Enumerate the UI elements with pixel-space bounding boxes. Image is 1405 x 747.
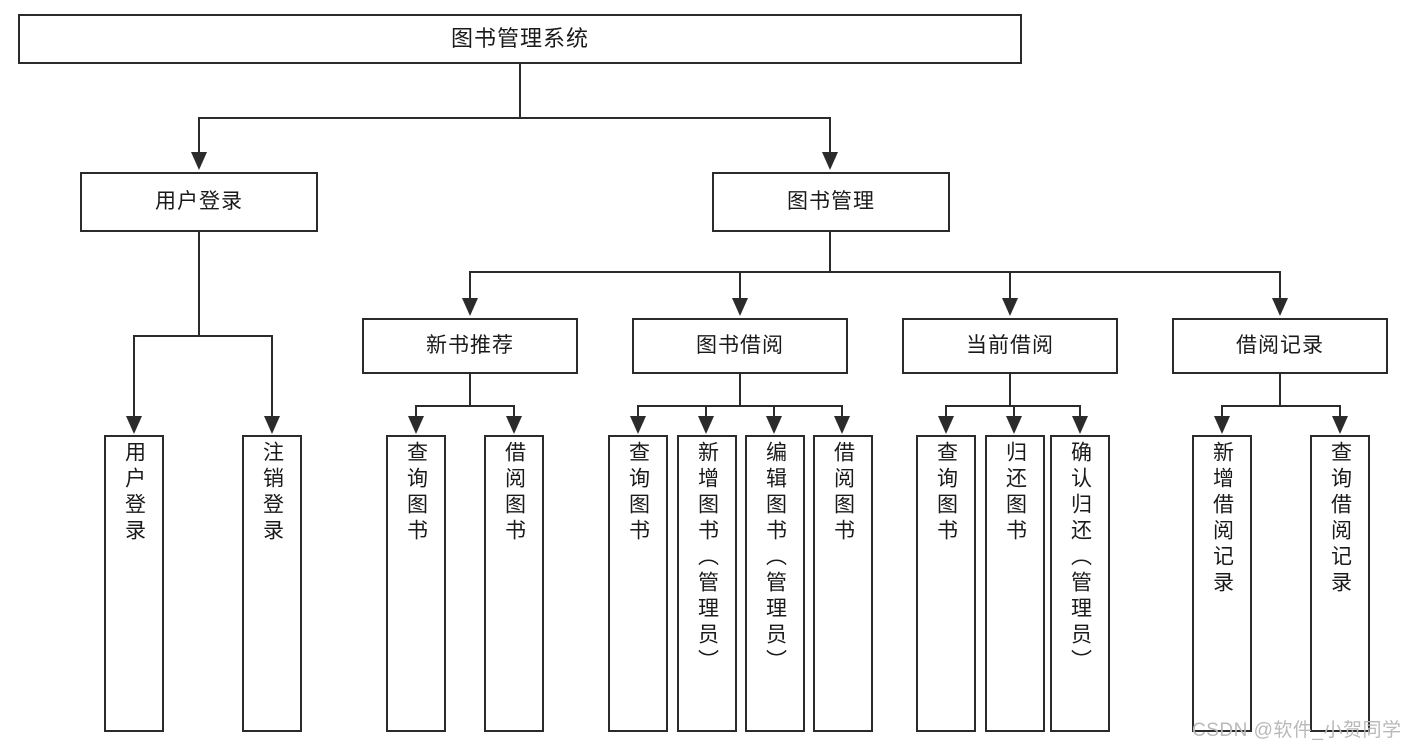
arrow-login-to-leaf1 — [126, 416, 142, 434]
node-book-borrow[interactable]: 图书借阅 — [632, 318, 848, 374]
leaf-user-login[interactable]: 用户登录 — [104, 435, 164, 732]
arrow-recommend-to-leaf2 — [506, 416, 522, 434]
edge-record-bus — [1221, 405, 1340, 407]
arrow-borrow-to-leaf4 — [834, 416, 850, 434]
node-label: 新书推荐 — [426, 334, 514, 358]
node-label: 当前借阅 — [966, 334, 1054, 358]
node-book-management[interactable]: 图书管理 — [712, 172, 950, 232]
arrow-record-to-leaf1 — [1214, 416, 1230, 434]
csdn-watermark: CSDN @软件_小贺同学 — [1192, 715, 1401, 742]
node-label: 用户登录 — [122, 441, 146, 545]
edge-bookmgmt-to-l2-4 — [1279, 271, 1281, 299]
edge-borrow-stem — [739, 374, 741, 406]
node-label: 注销登录 — [260, 441, 284, 545]
arrow-bookmgmt-to-l2-2 — [732, 298, 748, 316]
edge-current-bus — [945, 405, 1080, 407]
arrow-bookmgmt-to-l2-1 — [462, 298, 478, 316]
edge-current-to-leaf2 — [1013, 405, 1015, 417]
edge-bookmgmt-stem — [829, 232, 831, 272]
edge-bookmgmt-to-l2-1 — [469, 271, 471, 299]
leaf-user-logout[interactable]: 注销登录 — [242, 435, 302, 732]
arrow-record-to-leaf2 — [1332, 416, 1348, 434]
node-label: 查询图书 — [626, 441, 650, 545]
arrow-borrow-to-leaf3 — [766, 416, 782, 434]
leaf-add-borrow-record[interactable]: 新增借阅记录 — [1192, 435, 1252, 732]
node-label: 查询借阅记录 — [1328, 441, 1352, 597]
arrow-borrow-to-leaf1 — [630, 416, 646, 434]
edge-login-stem — [198, 232, 200, 336]
node-label: 新增借阅记录 — [1210, 441, 1234, 597]
leaf-add-book-admin[interactable]: 新增图书（管理员） — [677, 435, 737, 732]
edge-recommend-to-leaf2 — [513, 405, 515, 417]
arrow-current-to-leaf1 — [938, 416, 954, 434]
edge-borrow-bus — [637, 405, 842, 407]
edge-record-to-leaf1 — [1221, 405, 1223, 417]
edge-root-to-bookmgmt — [829, 117, 831, 153]
arrow-current-to-leaf2 — [1006, 416, 1022, 434]
arrow-recommend-to-leaf1 — [408, 416, 424, 434]
edge-borrow-to-leaf4 — [841, 405, 843, 417]
arrow-root-to-login — [191, 152, 207, 170]
arrow-root-to-bookmgmt — [822, 152, 838, 170]
node-user-login[interactable]: 用户登录 — [80, 172, 318, 232]
node-label: 借阅记录 — [1236, 334, 1324, 358]
edge-recommend-to-leaf1 — [415, 405, 417, 417]
leaf-query-book-current[interactable]: 查询图书 — [916, 435, 976, 732]
arrow-borrow-to-leaf2 — [698, 416, 714, 434]
node-label: 新增图书（管理员） — [695, 441, 719, 675]
node-root-system[interactable]: 图书管理系统 — [18, 14, 1022, 64]
node-label: 图书管理 — [787, 190, 875, 214]
edge-bookmgmt-to-l2-2 — [739, 271, 741, 299]
leaf-borrow-book-recommend[interactable]: 借阅图书 — [484, 435, 544, 732]
edge-record-to-leaf2 — [1339, 405, 1341, 417]
node-new-book-recommend[interactable]: 新书推荐 — [362, 318, 578, 374]
edge-borrow-to-leaf2 — [705, 405, 707, 417]
node-label: 归还图书 — [1003, 441, 1027, 545]
node-label: 借阅图书 — [502, 441, 526, 545]
leaf-query-book-borrow[interactable]: 查询图书 — [608, 435, 668, 732]
edge-bookmgmt-to-l2-3 — [1009, 271, 1011, 299]
node-label: 确认归还（管理员） — [1068, 441, 1092, 675]
node-label: 查询图书 — [404, 441, 428, 545]
edge-root-to-login — [198, 117, 200, 153]
edge-recommend-stem — [469, 374, 471, 406]
edge-borrow-to-leaf1 — [637, 405, 639, 417]
leaf-confirm-return-admin[interactable]: 确认归还（管理员） — [1050, 435, 1110, 732]
edge-current-stem — [1009, 374, 1011, 406]
node-current-borrow[interactable]: 当前借阅 — [902, 318, 1118, 374]
leaf-query-book-recommend[interactable]: 查询图书 — [386, 435, 446, 732]
edge-current-to-leaf1 — [945, 405, 947, 417]
arrow-current-to-leaf3 — [1072, 416, 1088, 434]
edge-login-bus — [133, 335, 273, 337]
leaf-return-book[interactable]: 归还图书 — [985, 435, 1045, 732]
edge-login-to-leaf1 — [133, 335, 135, 417]
edge-bookmgmt-bus — [469, 271, 1281, 273]
node-label: 编辑图书（管理员） — [763, 441, 787, 675]
edge-root-stem — [519, 64, 521, 118]
node-label: 借阅图书 — [831, 441, 855, 545]
watermark-text: CSDN @软件_小贺同学 — [1192, 720, 1402, 741]
leaf-borrow-book[interactable]: 借阅图书 — [813, 435, 873, 732]
arrow-bookmgmt-to-l2-3 — [1002, 298, 1018, 316]
edge-root-bus — [199, 117, 831, 119]
edge-current-to-leaf3 — [1079, 405, 1081, 417]
node-label: 图书借阅 — [696, 334, 784, 358]
node-label: 用户登录 — [155, 190, 243, 214]
node-label: 图书管理系统 — [450, 25, 589, 51]
edge-borrow-to-leaf3 — [773, 405, 775, 417]
node-borrow-record[interactable]: 借阅记录 — [1172, 318, 1388, 374]
edge-record-stem — [1279, 374, 1281, 406]
edge-login-to-leaf2 — [271, 335, 273, 417]
leaf-query-borrow-record[interactable]: 查询借阅记录 — [1310, 435, 1370, 732]
leaf-edit-book-admin[interactable]: 编辑图书（管理员） — [745, 435, 805, 732]
arrow-bookmgmt-to-l2-4 — [1272, 298, 1288, 316]
node-label: 查询图书 — [934, 441, 958, 545]
edge-recommend-bus — [415, 405, 515, 407]
arrow-login-to-leaf2 — [264, 416, 280, 434]
